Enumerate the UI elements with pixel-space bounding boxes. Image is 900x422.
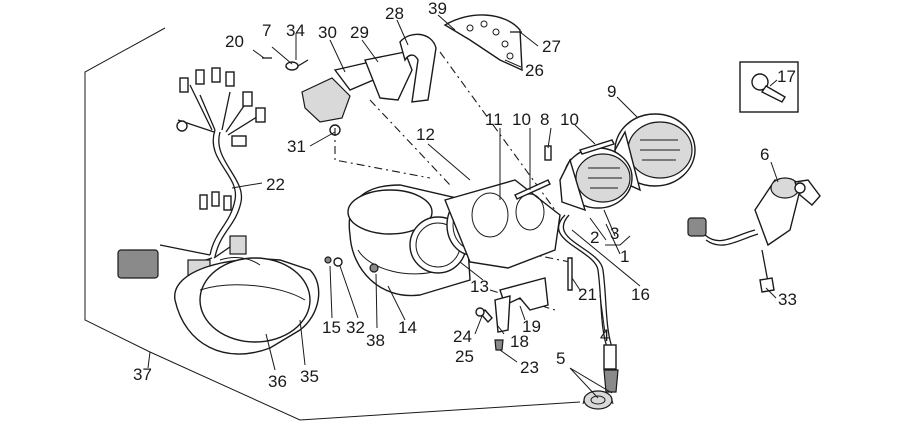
callout-13: 13	[470, 277, 489, 296]
callout-31: 31	[287, 137, 306, 156]
callout-26: 26	[525, 61, 544, 80]
callout-34: 34	[286, 21, 305, 40]
callout-25: 25	[455, 347, 474, 366]
callout-19: 19	[522, 317, 541, 336]
callout-22: 22	[266, 175, 285, 194]
callout-36: 36	[268, 372, 287, 391]
callout-23: 23	[520, 358, 539, 377]
callout-39: 39	[428, 0, 447, 18]
callout-16: 16	[631, 285, 650, 304]
callout-33: 33	[778, 290, 797, 309]
wiring-harness	[117, 67, 266, 279]
gauge-3	[559, 147, 633, 212]
callout-3: 3	[610, 224, 619, 243]
callout-27: 27	[542, 37, 561, 56]
callout-7: 7	[262, 21, 271, 40]
callout-15: 15	[322, 318, 341, 337]
callout-14: 14	[398, 318, 417, 337]
callout-6: 6	[760, 145, 769, 164]
callout-12: 12	[416, 125, 435, 144]
outer-shroud	[174, 257, 320, 355]
mounting-brackets	[333, 14, 523, 103]
callout-24: 24	[453, 327, 472, 346]
callout-10a: 10	[512, 110, 531, 129]
callout-4: 4	[600, 326, 609, 345]
callout-38: 38	[366, 331, 385, 350]
callout-30: 30	[318, 23, 337, 42]
leader-lines	[147, 14, 779, 399]
callout-11: 11	[485, 110, 503, 129]
callout-labels: 1 2 3 4 5 6 7 8 9 10 10 11 12 13 14 15 1…	[133, 0, 797, 391]
callout-37: 37	[133, 365, 152, 384]
callout-28: 28	[385, 4, 404, 23]
lower-bracket	[475, 257, 573, 351]
callout-18: 18	[510, 332, 529, 351]
callout-32: 32	[346, 318, 365, 337]
speedometer-cable	[557, 214, 619, 410]
callout-21: 21	[578, 285, 597, 304]
small-fasteners	[262, 31, 522, 71]
gauge-pins	[514, 139, 615, 200]
mounting-panel	[444, 179, 561, 269]
switch-housing	[301, 77, 351, 136]
callout-8: 8	[540, 110, 549, 129]
callout-10b: 10	[560, 110, 579, 129]
gauge-9	[614, 113, 696, 192]
key-inset-box	[739, 61, 799, 113]
callout-1: 1	[620, 247, 629, 266]
callout-29: 29	[350, 23, 369, 42]
callout-17: 17	[777, 67, 796, 86]
case-fasteners	[324, 256, 343, 267]
ignition-switch	[687, 177, 821, 293]
callout-35: 35	[300, 367, 319, 386]
callout-9: 9	[607, 82, 616, 101]
callout-20: 20	[225, 32, 244, 51]
callout-2: 2	[590, 228, 599, 247]
callout-5: 5	[556, 349, 565, 368]
group-bracket-37	[84, 27, 581, 421]
